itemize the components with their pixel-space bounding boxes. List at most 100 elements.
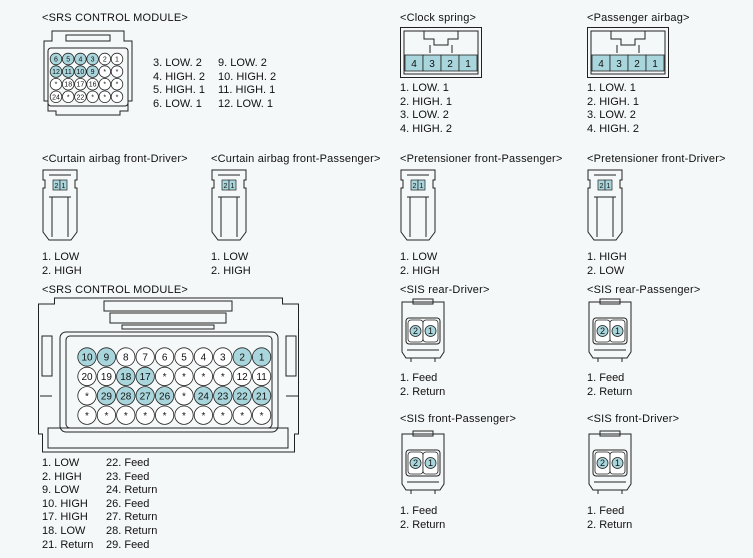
pin-label: 18. LOW [42, 524, 86, 537]
pin-circle [596, 325, 609, 337]
pin-circle [596, 457, 609, 469]
pin-number: 22 [77, 94, 85, 101]
pin-number: 1 [420, 183, 424, 190]
pin-number: * [221, 372, 225, 383]
pin-number: 23 [217, 391, 229, 402]
pin-circle [116, 366, 136, 387]
pin-label: 24. Return [106, 484, 158, 497]
pin-circle [424, 325, 437, 337]
pin-circle [252, 366, 272, 387]
pin-number: * [201, 372, 205, 383]
pin-number: 22 [237, 391, 249, 402]
pin-label: 2. HIGH. 1 [400, 95, 452, 108]
pin-number: 9 [91, 69, 95, 76]
pin-number: * [91, 94, 94, 101]
pin-label: 2. Return [400, 385, 446, 398]
pretensioner-passenger-title: <Pretensioner front-Passenger> [400, 153, 563, 165]
pin-circle [49, 52, 63, 66]
pin-label: 1. Feed [587, 372, 625, 384]
pin-circle [62, 90, 75, 104]
connector-outline [401, 430, 445, 494]
pin-number: 2 [447, 59, 453, 70]
clock-spring-title: <Clock spring> [400, 12, 477, 24]
pin-circle [213, 366, 233, 387]
pin-number: 7 [142, 353, 148, 364]
pin-circle [252, 386, 272, 406]
sis-rear-driver-pin-list: 1. Feed 2. Return [400, 372, 445, 399]
pin-label: 9. LOW. 2 [218, 57, 267, 69]
pin-number: 5 [66, 57, 70, 64]
pin-number: 1 [652, 59, 658, 70]
pin-circle [110, 78, 124, 91]
connector-outline [401, 298, 445, 362]
pin-number: 11 [65, 69, 72, 76]
pin-number: * [103, 94, 106, 101]
pin-number: * [85, 391, 89, 402]
pin-number: 2 [103, 57, 107, 64]
pin-label: 2. Return [587, 385, 633, 398]
pin-label: 23. Feed [106, 470, 150, 483]
pin-circle [96, 405, 117, 425]
pin-number: 1 [428, 326, 433, 336]
pretensioner-driver-pin-list: 1. HIGH 2. LOW [587, 251, 627, 278]
pin-number: 2 [239, 353, 245, 364]
pin-number: 2 [600, 326, 605, 336]
pin-number: 1 [115, 57, 119, 64]
pin-number: * [163, 372, 167, 383]
pin-circle [193, 347, 213, 367]
pin-circle [174, 386, 194, 406]
srs-bottom-pins-col2: 22. Feed 23. Feed 24. Return 26. Feed 27… [106, 457, 157, 552]
pin-label: 17. HIGH [42, 511, 88, 524]
sis-front-passenger-pin-list: 1. Feed 2. Return [400, 505, 445, 532]
pin-number: * [182, 411, 186, 422]
pin-label: 2. HIGH. 1 [587, 95, 639, 108]
pin-circle [96, 386, 117, 406]
pin-circle [62, 52, 75, 66]
pin-circle [155, 386, 175, 406]
pin-cell [59, 179, 68, 191]
pin-number: 4 [411, 59, 417, 70]
srs-top-pins-col2: 9. LOW. 2 10. HIGH. 2 11. HIGH. 1 12. LO… [218, 57, 276, 111]
pin-circle [86, 65, 99, 78]
pin-cell [604, 179, 613, 191]
pin-number: * [104, 411, 108, 422]
pin-circle [174, 347, 194, 367]
pin-label: 1. LOW. 1 [587, 82, 636, 94]
pin-circle [98, 52, 112, 66]
connector-outline [42, 169, 78, 241]
pin-label: 1. LOW [400, 251, 438, 263]
pin-circle [96, 347, 117, 367]
pin-number: 10 [77, 69, 85, 76]
pin-circle [86, 90, 99, 104]
pin-number: 6 [162, 353, 168, 364]
pin-circle [116, 347, 136, 367]
pin-number: 17 [77, 82, 85, 89]
pin-label: 3. LOW. 2 [587, 109, 636, 122]
pin-number: 4 [78, 57, 82, 64]
pin-circle [174, 366, 194, 387]
pin-circle [49, 78, 63, 91]
pin-number: 6 [54, 57, 58, 64]
pin-number: 9 [104, 353, 110, 364]
pin-label: 4. HIGH. 2 [587, 122, 639, 135]
pin-circle [174, 405, 194, 425]
pin-number: 16 [89, 82, 97, 89]
pin-circle [86, 52, 99, 66]
pin-circle [62, 65, 75, 78]
pin-label: 1. Feed [400, 505, 438, 517]
pin-number: 2 [55, 183, 59, 190]
pin-number: * [182, 372, 186, 383]
connector-outline [211, 169, 247, 241]
pin-number: 26 [159, 391, 171, 402]
pin-number: 1 [231, 183, 235, 190]
pin-number: 20 [81, 372, 93, 383]
pin-circle [155, 405, 175, 425]
pin-circle [96, 366, 117, 387]
